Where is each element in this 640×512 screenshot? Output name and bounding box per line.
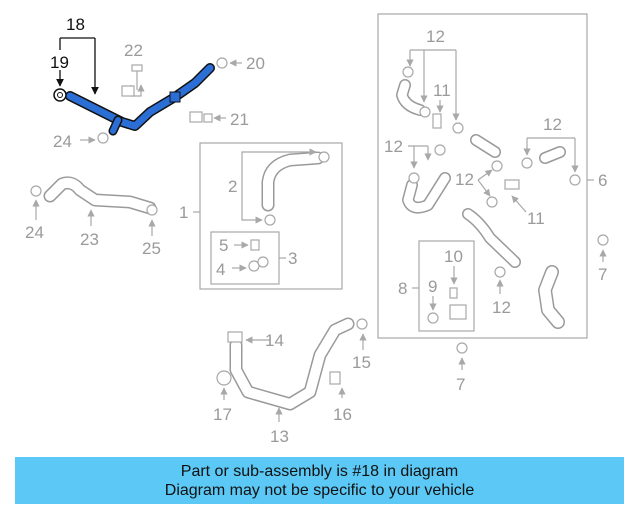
clamp-part-20 — [216, 57, 242, 69]
hose-long-lower — [462, 208, 521, 268]
clamp-part-7-bottom — [456, 342, 468, 354]
callout-22: 22 — [124, 41, 143, 60]
callout-1: 1 — [179, 203, 188, 222]
callout-20: 20 — [246, 54, 265, 73]
callout-11-top: 11 — [433, 81, 451, 100]
hose-center-fitting — [486, 160, 520, 208]
callout-11-mid: 11 — [527, 209, 545, 228]
callout-7-right: 7 — [598, 265, 607, 284]
callout-12-mid: 12 — [384, 137, 403, 156]
hose-upper-right — [396, 66, 501, 158]
callout-24-left: 24 — [25, 223, 44, 242]
callout-4: 4 — [216, 260, 225, 279]
group-box-1 — [199, 142, 343, 290]
callout-12-top: 12 — [426, 27, 445, 46]
info-banner: Part or sub-assembly is #18 in diagram D… — [15, 457, 624, 504]
valve-parts-9-10 — [427, 287, 467, 324]
callout-18-leaders — [56, 37, 99, 95]
callout-10: 10 — [444, 247, 463, 266]
clamp-part-17 — [216, 370, 232, 386]
hose-lower-right — [538, 265, 565, 329]
bolt-part-22 — [121, 64, 145, 97]
callout-2: 2 — [228, 177, 237, 196]
hose-part-2 — [261, 151, 330, 226]
o-ring-part-19[interactable] — [53, 88, 67, 102]
hose-mid-left — [402, 144, 451, 214]
callout-12-center: 12 — [455, 170, 474, 189]
callout-13: 13 — [270, 427, 289, 446]
callout-19: 19 — [50, 53, 69, 72]
group-box-8 — [418, 240, 475, 332]
callout-14: 14 — [265, 331, 284, 350]
callout-23: 23 — [80, 230, 99, 249]
callout-9: 9 — [428, 277, 437, 296]
bolt-part-21 — [189, 111, 226, 123]
parts-diagram: 18 19 22 20 21 24 1 2 3 5 4 — [25, 13, 609, 446]
callout-3: 3 — [288, 249, 297, 268]
hose-part-23 — [30, 176, 158, 216]
callout-8: 8 — [398, 279, 407, 298]
clamp-part-7-right — [597, 234, 609, 246]
coolant-pipe-part-18[interactable] — [65, 63, 215, 136]
bolt-part-16 — [329, 371, 341, 385]
callout-16: 16 — [333, 405, 352, 424]
clamp-part-24 — [80, 132, 109, 144]
callout-5: 5 — [219, 236, 228, 255]
callout-15: 15 — [352, 353, 371, 372]
banner-line-part: Part or sub-assembly is #18 in diagram — [180, 462, 459, 480]
group-box-6 — [377, 13, 588, 339]
hose-right-connector — [521, 146, 581, 186]
callout-18: 18 — [66, 15, 85, 34]
callout-6: 6 — [598, 171, 607, 190]
callout-21: 21 — [230, 110, 249, 129]
callout-12-right: 12 — [543, 115, 562, 134]
callout-7-bottom: 7 — [456, 375, 465, 394]
callout-17: 17 — [213, 405, 232, 424]
callout-12-lower: 12 — [492, 298, 511, 317]
callout-24-top: 24 — [53, 132, 72, 151]
hose-part-13 — [227, 317, 368, 411]
banner-line-disclaimer: Diagram may not be specific to your vehi… — [164, 481, 475, 499]
callout-25: 25 — [142, 239, 161, 258]
